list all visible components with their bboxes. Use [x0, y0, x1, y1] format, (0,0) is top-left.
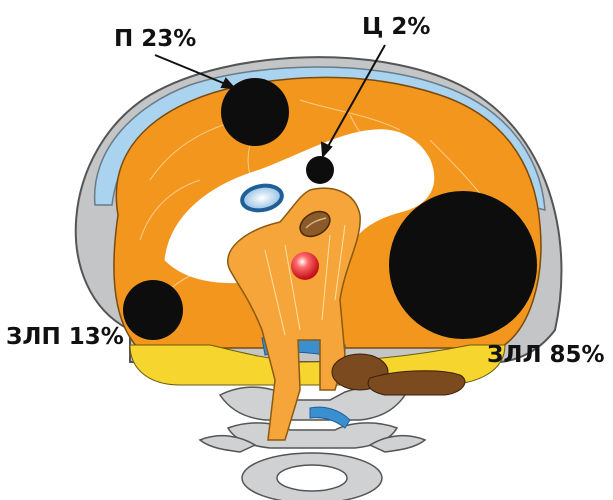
red-sphere — [291, 252, 319, 280]
black-circle-c — [306, 156, 334, 184]
label-zlp: ЗЛП 13% — [6, 324, 124, 350]
spinal-canal — [277, 465, 347, 491]
label-zll: ЗЛЛ 85% — [487, 342, 605, 368]
brown-shape-2 — [368, 371, 465, 395]
black-circle-zlp — [123, 280, 183, 340]
label-p: П 23% — [114, 26, 196, 52]
label-c: Ц 2% — [362, 14, 430, 40]
black-circle-zll — [389, 191, 537, 339]
